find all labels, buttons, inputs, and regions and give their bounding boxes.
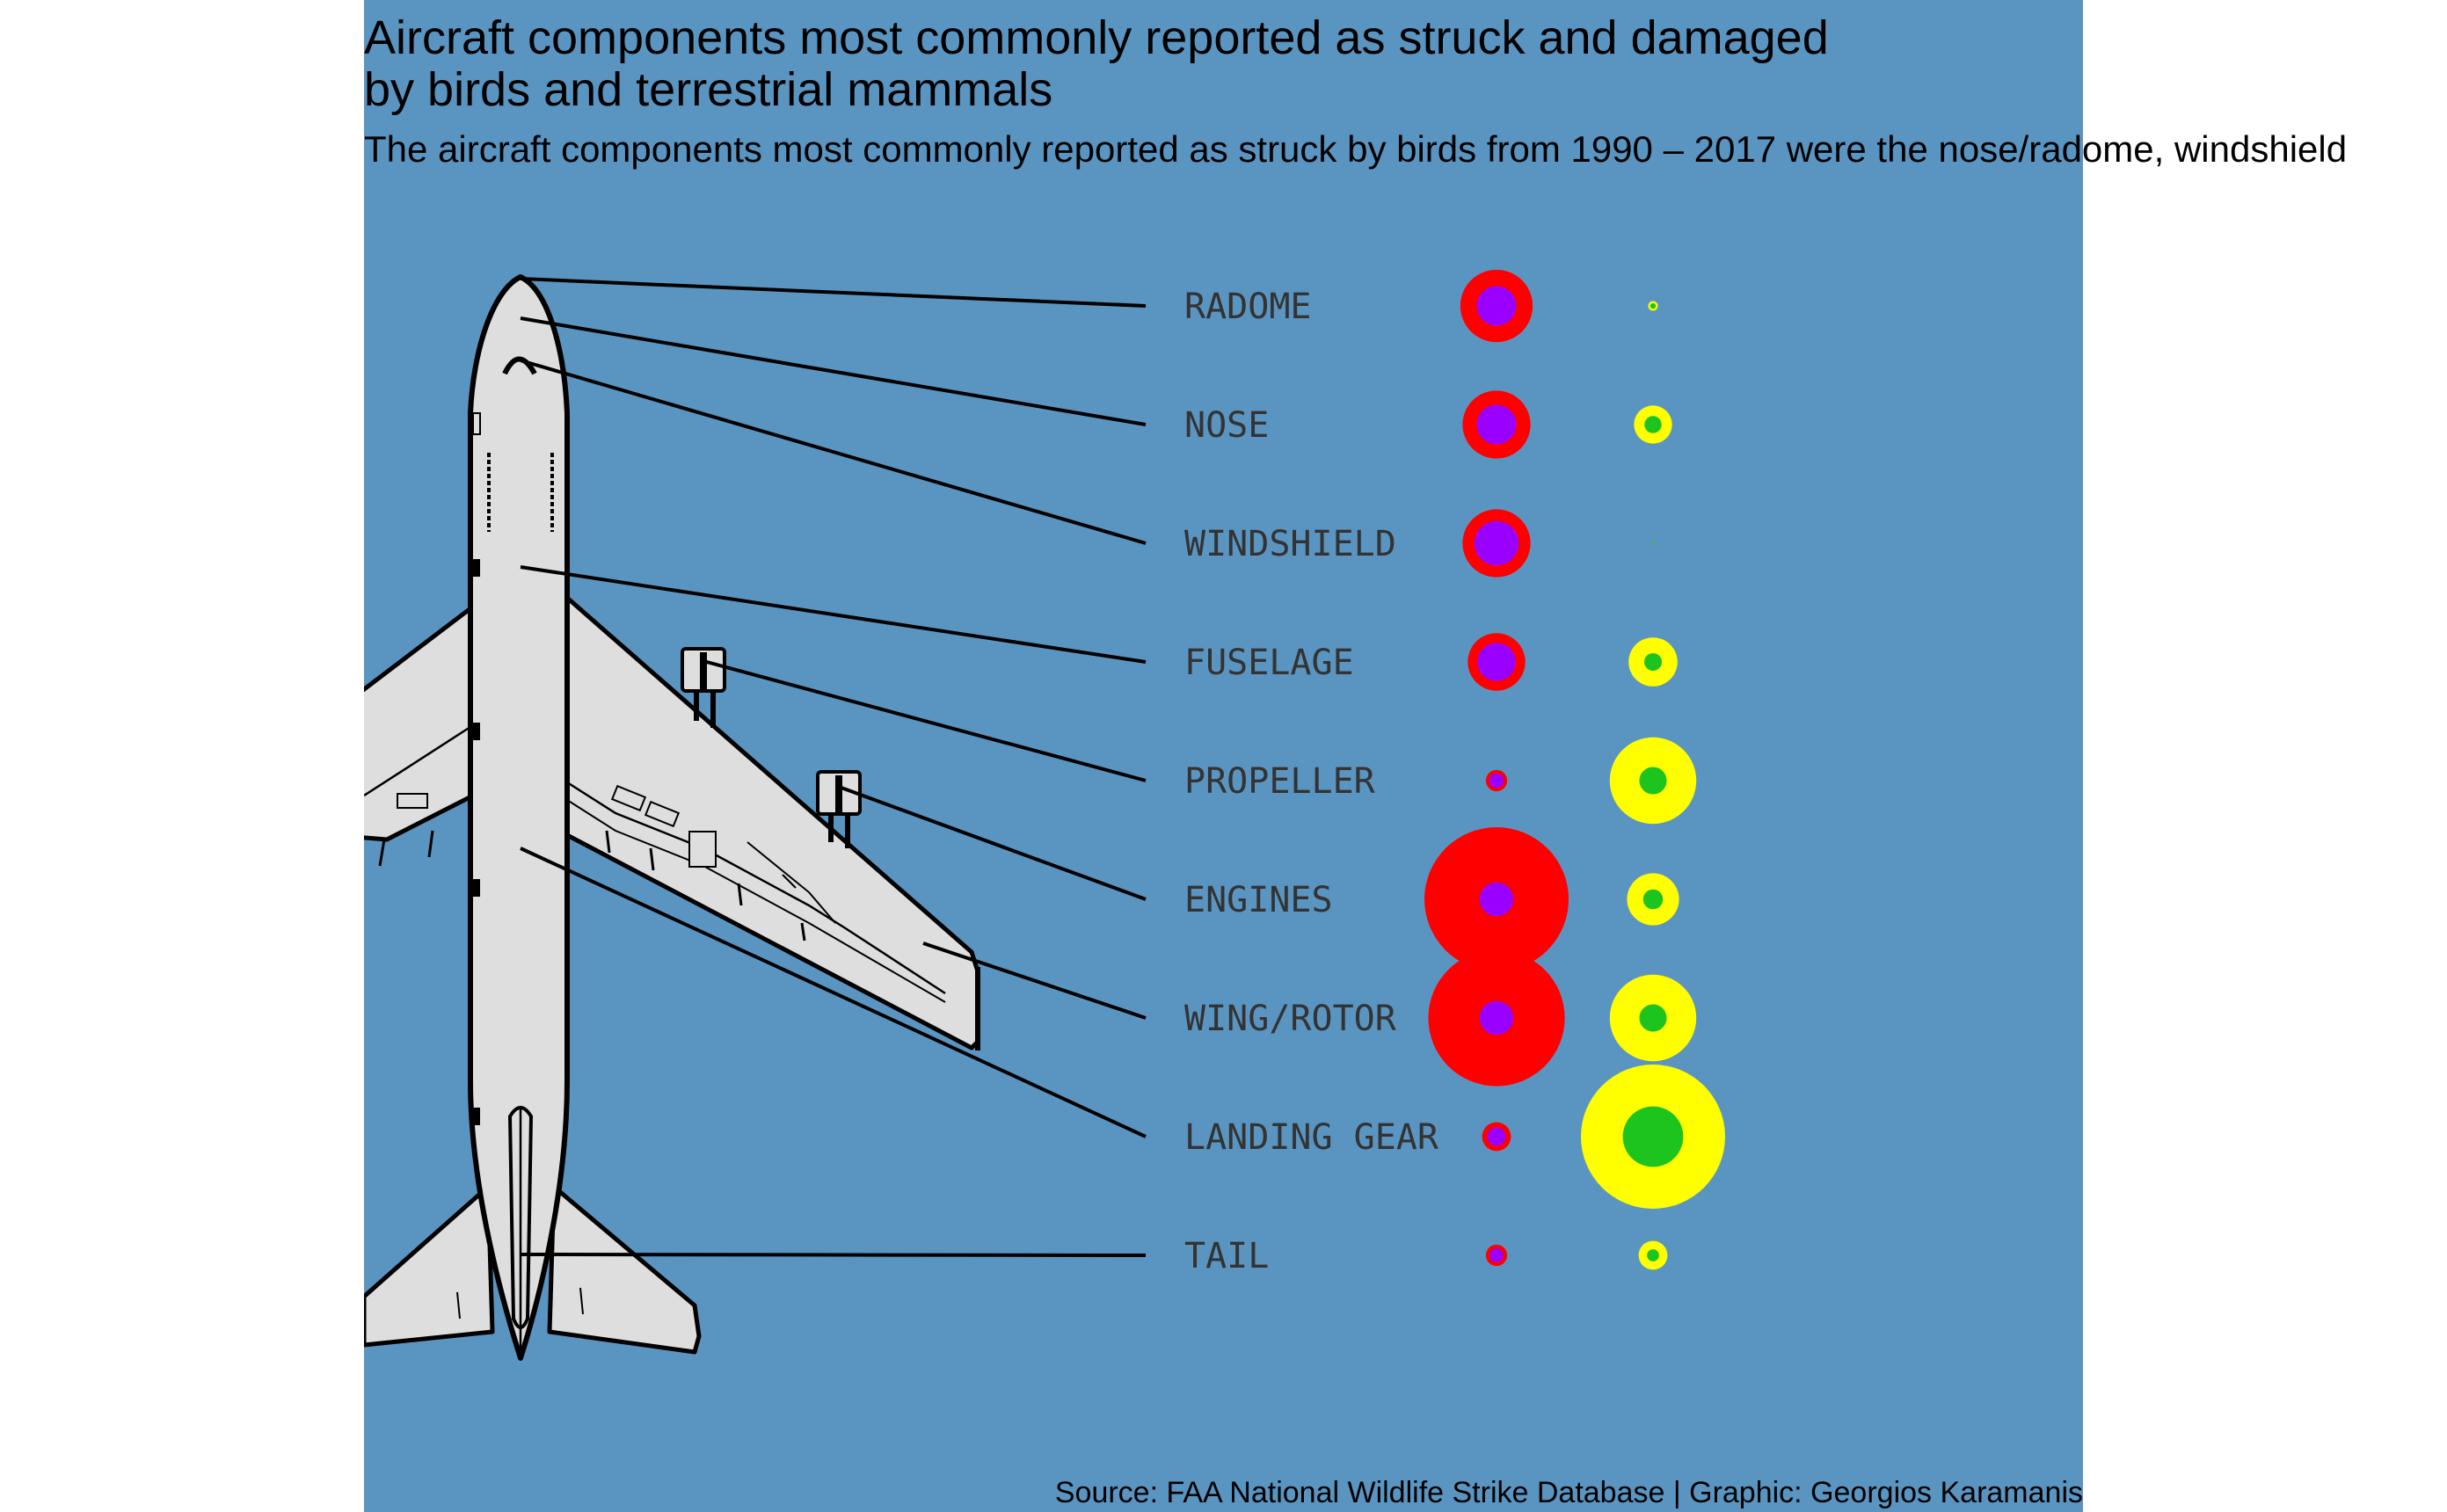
bubble-mammals-damaged-windshield	[1651, 542, 1655, 545]
component-label-wing-rotor: WING/ROTOR	[1184, 999, 1397, 1039]
leader-line-tail	[520, 1253, 1147, 1257]
leader-line-fuselage	[520, 565, 1147, 664]
bubble-mammals-damaged-fuselage	[1643, 652, 1663, 672]
bubble-birds-damaged-windshield	[1474, 520, 1519, 566]
bubble-birds-damaged-engines	[1479, 882, 1514, 917]
component-label-windshield: WINDSHIELD	[1184, 524, 1396, 564]
component-label-nose: NOSE	[1184, 405, 1269, 446]
component-label-tail: TAIL	[1184, 1236, 1269, 1276]
bubble-mammals-damaged-propeller	[1639, 767, 1667, 795]
bubble-birds-damaged-tail	[1489, 1248, 1504, 1262]
leader-line-nose	[520, 316, 1147, 426]
component-label-propeller: PROPELLER	[1184, 761, 1376, 802]
bubble-mammals-damaged-radome	[1650, 302, 1657, 309]
bubble-birds-damaged-propeller	[1489, 773, 1504, 789]
bubble-mammals-damaged-landing-gear	[1622, 1106, 1684, 1167]
bubble-marks	[1424, 269, 1725, 1270]
chart-subtitle: The aircraft components most commonly re…	[364, 128, 2348, 170]
component-label-landing-gear: LANDING GEAR	[1184, 1117, 1439, 1158]
bubble-mammals-damaged-engines	[1642, 889, 1664, 910]
component-label-fuselage: FUSELAGE	[1184, 643, 1354, 683]
leader-line-wing-rotor	[922, 941, 1147, 1020]
bubble-birds-damaged-radome	[1476, 286, 1517, 326]
bubble-mammals-damaged-wing-rotor	[1639, 1004, 1667, 1032]
chart-title: Aircraft components most commonly report…	[364, 11, 1829, 116]
bubble-birds-damaged-nose	[1476, 404, 1517, 445]
component-label-engines: ENGINES	[1184, 880, 1333, 920]
bubble-mammals-damaged-tail	[1647, 1249, 1659, 1261]
chart-subtitle-container: The aircraft components most commonly re…	[364, 123, 2447, 185]
component-label-radome: RADOME	[1184, 287, 1312, 327]
component-labels: RADOME NOSE WINDSHIELD FUSELAGE PROPELLER ENG…	[1184, 287, 1439, 1276]
leader-lines	[520, 277, 1147, 1257]
bubble-birds-damaged-wing-rotor	[1479, 1000, 1514, 1036]
leader-line-engines	[838, 785, 1147, 901]
aircraft-illustration	[364, 274, 980, 1361]
bubble-mammals-damaged-nose	[1644, 416, 1662, 433]
leader-line-propeller	[703, 659, 1147, 782]
chart-caption: Source: FAA National Wildlife Strike Dat…	[1054, 1476, 2083, 1509]
leader-line-windshield	[520, 359, 1147, 545]
leader-line-radome	[520, 277, 1147, 308]
bubble-birds-damaged-fuselage	[1477, 643, 1516, 681]
bubble-birds-damaged-landing-gear	[1487, 1127, 1506, 1146]
leader-line-landing-gear	[520, 847, 1147, 1138]
